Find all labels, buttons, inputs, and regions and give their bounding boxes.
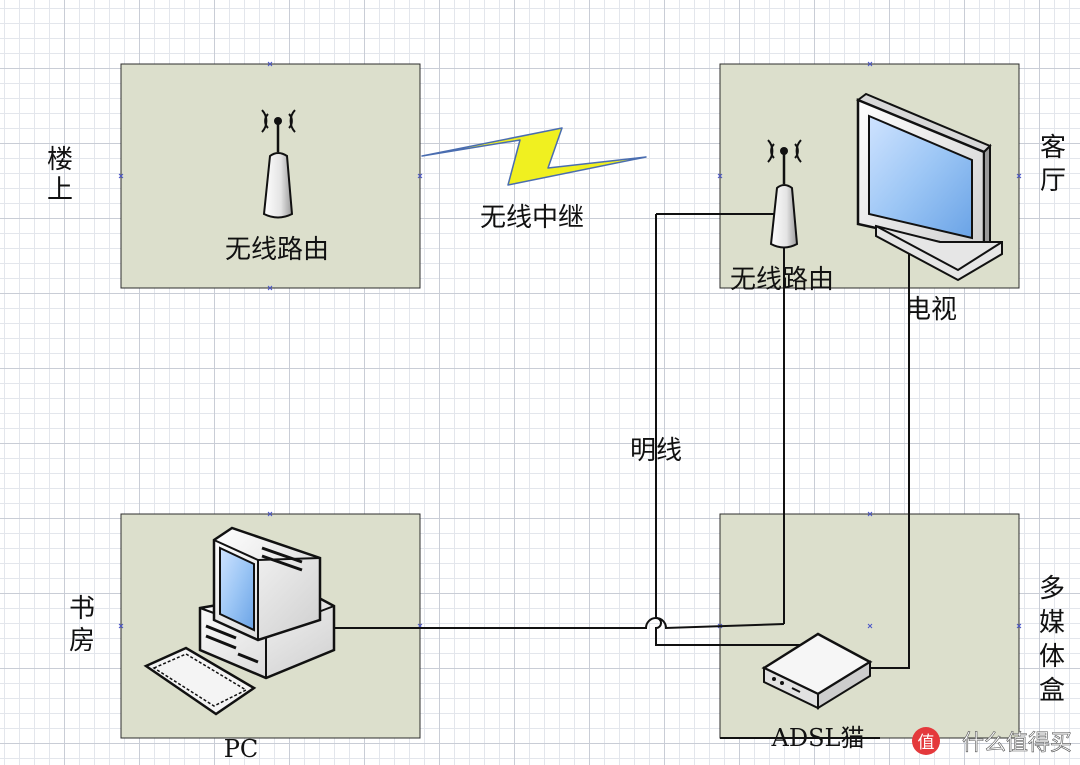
pc-icon <box>143 526 336 716</box>
tv-icon <box>855 92 1003 282</box>
adsl-modem-label: ADSL猫 <box>771 724 865 752</box>
living-room-router-label: 无线路由 <box>730 265 834 295</box>
watermark: 值 什么值得买 <box>912 727 1072 756</box>
exposed-wire-label: 明线 <box>630 436 682 466</box>
media-box-side-label-1: 多 <box>1039 574 1065 604</box>
upstairs-side-label-1: 楼 <box>47 145 73 175</box>
study-side-label-1: 书 <box>69 594 95 624</box>
watermark-text: 什么值得买 <box>962 731 1072 756</box>
living-room-side-label-1: 客 <box>1040 133 1066 163</box>
tv-label: 电视 <box>905 295 957 325</box>
adsl-modem-icon <box>761 632 873 710</box>
living-room-router-icon <box>767 139 802 249</box>
watermark-badge-icon <box>912 727 940 755</box>
upstairs-router-icon <box>261 109 296 219</box>
media-box-side-label-2: 媒 <box>1039 608 1065 638</box>
watermark-badge-text: 值 <box>918 733 935 753</box>
media-box-side-label-4: 盒 <box>1039 676 1065 706</box>
media-box-side-label-3: 体 <box>1039 642 1065 672</box>
upstairs-router-label: 无线路由 <box>225 235 329 265</box>
living-room-side-label-2: 厅 <box>1040 166 1066 196</box>
pc-label: PC <box>224 735 259 763</box>
wireless-relay-lightning-icon <box>421 127 647 186</box>
study-side-label-2: 房 <box>69 626 95 656</box>
wireless-relay-label: 无线中继 <box>480 203 584 233</box>
upstairs-side-label-2: 上 <box>47 175 73 205</box>
